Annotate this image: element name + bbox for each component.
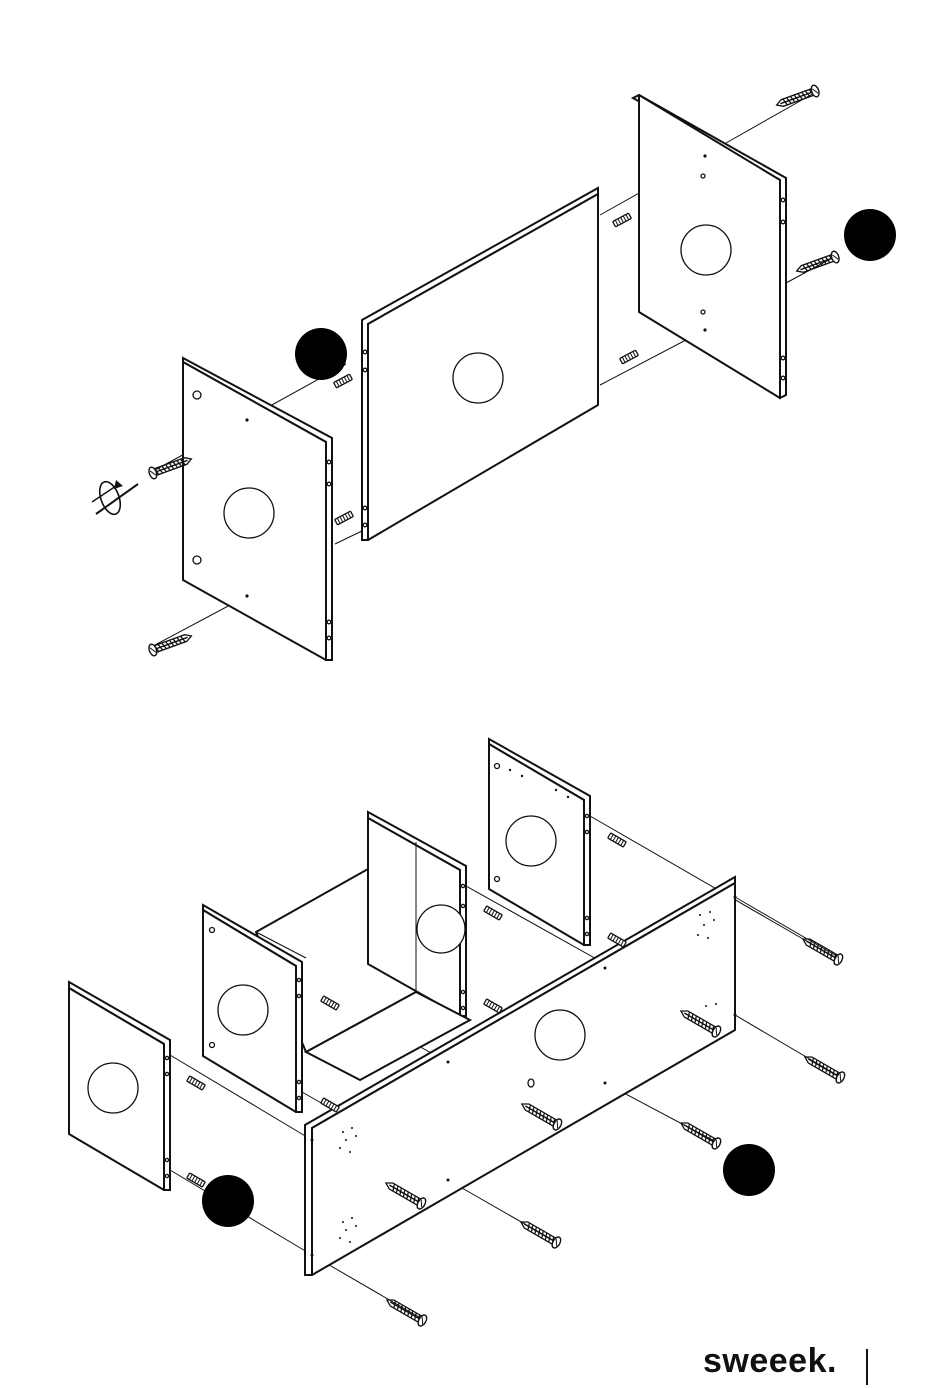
inner-right-panel: [489, 739, 590, 945]
outer-left-panel: [69, 982, 170, 1190]
left-side-panel: [183, 358, 332, 660]
step-badge-icon: [844, 209, 896, 261]
step-badge-icon: [202, 1175, 254, 1227]
right-side-panel: [633, 95, 786, 398]
lower-step: [69, 739, 846, 1327]
panel-hole-icon: [506, 816, 556, 866]
panel-hole-icon: [535, 1010, 585, 1060]
middle-panel: [362, 188, 598, 540]
upper-step: [92, 84, 896, 660]
brand-logo: sweeek.: [703, 1344, 837, 1378]
panel-hole-icon: [218, 985, 268, 1035]
panel-hole-icon: [88, 1063, 138, 1113]
panel-hole-icon: [453, 353, 503, 403]
panel-hole-icon: [681, 225, 731, 275]
panel-hole-icon: [224, 488, 274, 538]
brand-divider: [866, 1349, 868, 1385]
panel-hole-icon: [417, 905, 465, 953]
screwdriver-icon: [92, 479, 138, 517]
step-badge-icon: [295, 328, 347, 380]
step-badge-icon: [723, 1144, 775, 1196]
